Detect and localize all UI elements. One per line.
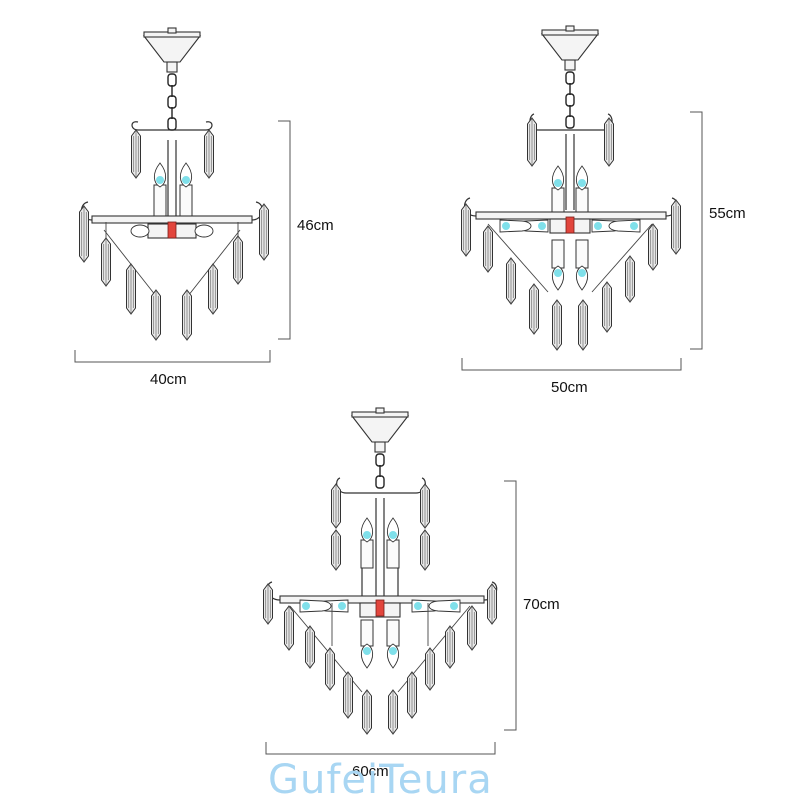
fixtures-layer <box>79 25 681 735</box>
crystal-swag <box>187 229 241 297</box>
crystal-drop <box>79 205 89 263</box>
crystal-drop <box>552 299 562 351</box>
large-width-dimension-line <box>265 742 496 755</box>
crystal-drop <box>126 263 136 315</box>
small-chandelier <box>79 27 269 341</box>
hub-bulb-left <box>130 224 150 238</box>
large-height-label: 70cm <box>523 596 560 613</box>
upper-curl-right <box>205 121 213 131</box>
crystal-drop <box>420 483 430 529</box>
crystal-drop <box>182 289 192 341</box>
hub-bulb-right <box>194 224 214 238</box>
medium-height-dimension-line <box>690 111 703 350</box>
crystal-drop <box>578 299 588 351</box>
small-width-dimension-line <box>74 350 271 363</box>
large-height-dimension-line <box>504 480 517 731</box>
crystal-drop <box>467 605 477 651</box>
crystal-drop <box>263 583 273 625</box>
large-chandelier-dimensions: 70cm 60cm <box>265 480 560 780</box>
crystal-drop <box>527 117 537 167</box>
large-chandelier <box>263 407 498 735</box>
candle-bulb <box>575 165 589 219</box>
crystal-drop <box>425 647 435 691</box>
small-height-dimension-line <box>278 120 291 340</box>
crystal-drop <box>331 483 341 529</box>
medium-chandelier <box>461 25 681 351</box>
crystal-swag <box>103 229 157 297</box>
side-bulb <box>428 599 461 613</box>
small-chandelier-dimensions: 46cm 40cm <box>74 120 334 388</box>
crystal-drop <box>325 647 335 691</box>
hanging-chain <box>565 71 575 129</box>
medium-width-dimension-line <box>461 358 682 371</box>
crystal-drop <box>284 605 294 651</box>
candle-bulb <box>153 162 167 219</box>
medium-chandelier-dimensions: 55cm 50cm <box>461 111 746 396</box>
crystal-drop <box>362 689 372 735</box>
ceiling-canopy <box>142 27 202 73</box>
upper-curl-left <box>131 121 139 131</box>
small-width-label: 40cm <box>150 371 187 388</box>
crystal-drop <box>461 203 471 257</box>
side-bulb <box>299 599 332 613</box>
hanging-chain <box>167 73 177 131</box>
hanging-chain <box>375 453 385 489</box>
crystal-drop <box>602 281 612 333</box>
crystal-drop <box>625 255 635 303</box>
candle-bulb <box>575 239 589 291</box>
crystal-drop <box>131 129 141 179</box>
hub-accent <box>375 599 385 617</box>
ceiling-canopy <box>350 407 410 453</box>
crystal-drop <box>671 199 681 255</box>
crystal-swag <box>591 223 653 293</box>
crystal-drop <box>445 625 455 669</box>
crystal-drop <box>648 223 658 271</box>
candle-bulb <box>551 239 565 291</box>
small-height-label: 46cm <box>297 217 334 234</box>
medium-height-label: 55cm <box>709 205 746 222</box>
candle-bulb <box>386 517 400 569</box>
side-bulb <box>499 219 532 233</box>
crystal-drop <box>259 203 269 261</box>
crystal-drop <box>151 289 161 341</box>
crystal-drop <box>506 257 516 305</box>
crystal-swag <box>487 223 549 293</box>
crystal-drop <box>208 263 218 315</box>
crystal-drop <box>101 237 111 287</box>
candle-bulb <box>386 619 400 669</box>
candle-bulb <box>179 162 193 219</box>
candle-bulb <box>360 517 374 569</box>
large-width-label: 60cm <box>352 763 389 780</box>
crystal-drop <box>233 235 243 285</box>
side-bulb <box>608 219 641 233</box>
ceiling-canopy <box>540 25 600 71</box>
crystal-drop <box>483 225 493 273</box>
medium-width-label: 50cm <box>551 379 588 396</box>
crystal-drop <box>487 583 497 625</box>
crystal-drop <box>407 671 417 719</box>
crystal-drop <box>331 529 341 571</box>
crystal-drop <box>388 689 398 735</box>
crystal-drop <box>204 129 214 179</box>
candle-bulb <box>360 619 374 669</box>
crystal-drop <box>529 283 539 335</box>
crystal-drop <box>604 117 614 167</box>
crystal-drop <box>420 529 430 571</box>
hub-accent <box>565 216 575 234</box>
hub-accent <box>167 221 177 239</box>
candle-bulb <box>551 165 565 219</box>
crystal-drop <box>305 625 315 669</box>
brand-watermark: GufeiTeura <box>268 757 493 800</box>
crystal-drop <box>343 671 353 719</box>
